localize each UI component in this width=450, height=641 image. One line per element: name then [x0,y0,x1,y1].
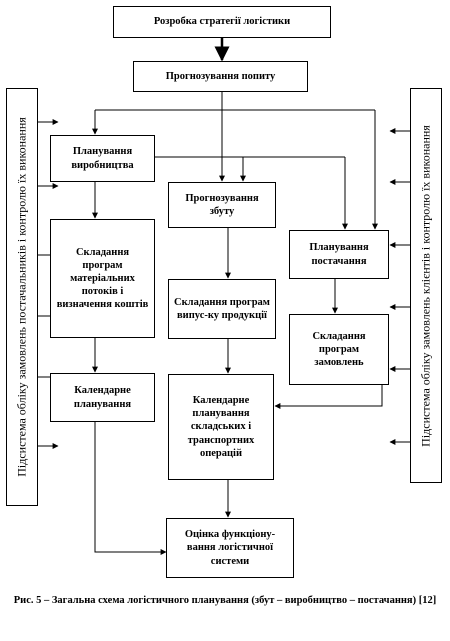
supply-planning-box: Планування постачання [289,230,389,279]
left-subsystem: Підсистема обліку замовлень постачальник… [6,88,38,506]
arrow-calendar-to-evaluation [94,422,167,555]
figure-caption: Рис. 5 – Загальна схема логістичного пла… [13,595,437,606]
strategy-box: Розробка стратегії логістики [113,6,331,38]
orders-program-box: Складання програм замовлень [289,314,389,385]
right-subsystem: Підсистема обліку замовлень клієнтів і к… [410,88,442,483]
evaluation-box: Оцінка функціону-вання логістичної систе… [166,518,294,578]
demand-forecast-box: Прогнозування попиту [133,61,308,92]
left-subsystem-label: Підсистема обліку замовлень постачальник… [14,117,29,477]
right-subsystem-label: Підсистема обліку замовлень клієнтів і к… [418,124,433,447]
production-planning-box: Планування виробництва [50,135,155,182]
material-flows-box: Складання програм матеріальних потоків і… [50,219,155,338]
output-program-box: Складання програм випус-ку продукції [168,279,276,339]
sales-forecast-box: Прогнозування збуту [168,182,276,228]
arrow-orders-to-warehouse [274,385,383,409]
calendar-planning-box: Календарне планування [50,373,155,422]
warehouse-calendar-box: Календарне планування складських і транс… [168,374,274,480]
